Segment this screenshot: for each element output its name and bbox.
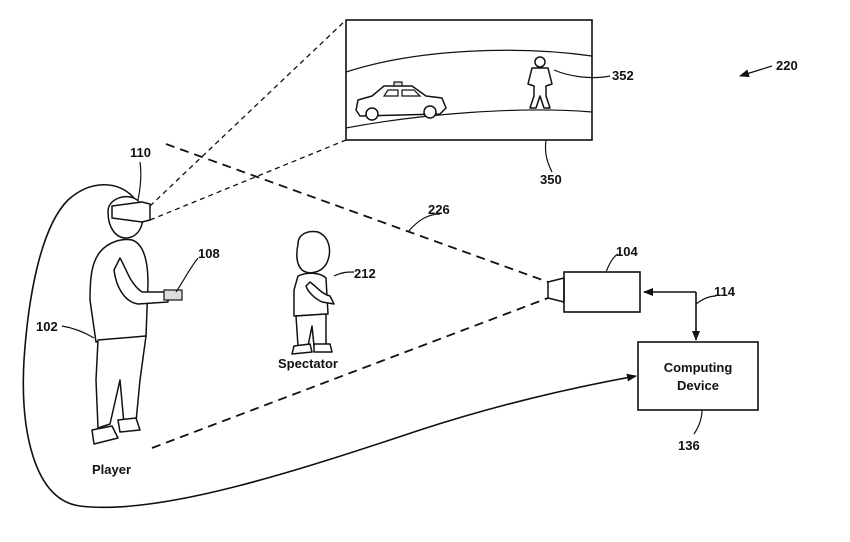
vr-scene-ref: 350 (540, 172, 562, 187)
spectator-label: Spectator (278, 356, 338, 371)
camera-104: 104 (547, 244, 641, 313)
computing-device-136: Computing Device 136 (637, 341, 759, 453)
controller-leader (175, 257, 199, 293)
camera-field-of-view (151, 143, 549, 449)
spectator-leader (333, 271, 355, 277)
computing-device-box (637, 341, 759, 411)
vr-horizon-top (345, 49, 593, 73)
vr-horizon-bottom (345, 109, 593, 129)
hmd-leader (137, 161, 142, 201)
camera-computer-link: 114 (643, 284, 736, 341)
spectator-figure (291, 230, 335, 355)
camera-box (563, 271, 641, 313)
computing-device-leader (693, 409, 703, 435)
player-figure (89, 196, 169, 445)
vr-scene-display: 352 350 (345, 19, 634, 187)
hmd-icon (111, 201, 151, 223)
controller-ref: 108 (198, 246, 220, 261)
link-ref: 114 (714, 284, 736, 299)
camera-view-ref: 226 (428, 202, 450, 217)
camera-ref: 104 (616, 244, 638, 259)
figure-ref-label: 220 (776, 58, 798, 73)
link-leader (695, 295, 717, 305)
player-ref: 102 (36, 319, 58, 334)
police-car-icon (355, 81, 447, 121)
computing-device-line1: Computing (664, 360, 733, 375)
vr-scene-frame (345, 19, 593, 141)
figure-ref-arrow (739, 65, 773, 78)
hmd-ref: 110 (130, 145, 151, 160)
spectator-ref: 212 (354, 266, 376, 281)
computing-device-line2: Device (677, 378, 719, 393)
camera-leader (605, 253, 619, 273)
controller-icon (163, 289, 183, 301)
game-character-icon (527, 56, 553, 109)
player-to-computer-link (22, 183, 637, 509)
player-label: Player (92, 462, 131, 477)
player-leader (61, 325, 95, 339)
character-ref: 352 (612, 68, 634, 83)
vr-scene-leader (544, 139, 553, 173)
camera-view-leader (407, 213, 441, 233)
hmd-view-frustum (149, 19, 347, 221)
camera-lens (547, 277, 565, 303)
character-leader (553, 69, 611, 79)
computing-device-ref: 136 (678, 438, 700, 453)
figure-ref-220: 220 (739, 58, 798, 78)
